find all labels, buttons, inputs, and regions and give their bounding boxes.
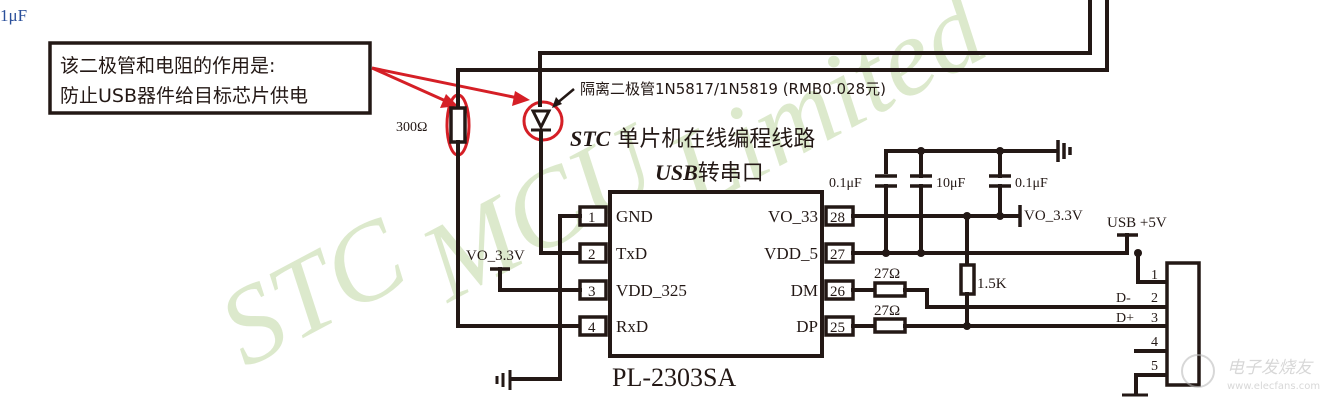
chip-pin-26: 26 DM	[791, 279, 855, 301]
pin-number: 26	[830, 284, 846, 300]
cap1-label: 0.1μF	[829, 176, 862, 191]
watermark-stc: STC	[200, 192, 426, 389]
vo33-left-label: VO_3.3V	[466, 248, 525, 264]
usb-connector: USB +5V 1 2 3 4 5 D- D+	[1107, 215, 1201, 397]
pin-number: 3	[588, 284, 596, 300]
usb-pin-1: 1	[1151, 268, 1158, 283]
usb-supply-label: USB +5V	[1107, 215, 1167, 231]
pin-name: DM	[791, 281, 818, 300]
isolation-diode: 隔离二极管1N5817/1N5819 (RMB0.028元)	[530, 80, 886, 255]
arrow-to-diode	[371, 66, 519, 100]
vdd325-net: VO_3.3V	[466, 248, 582, 292]
chip-pin-27: 27 VDD_5	[764, 242, 855, 264]
usb-pin-5: 5	[1151, 359, 1158, 374]
chip-body	[608, 190, 824, 358]
pin-number: 27	[830, 247, 846, 263]
chip-pin-4: 4 RxD	[578, 315, 648, 337]
site-logo: 电子发烧友 www.elecfans.com	[1181, 354, 1320, 392]
resistor-dp-label: 27Ω	[874, 303, 900, 319]
capacitor-bank: 0.1μF 10μF 0.1μF VO_3.3V	[829, 140, 1083, 257]
chip-pl2303sa: 1 GND 2 TxD 3 VDD_325 4 RxD 28 VO_33 27 …	[578, 190, 855, 392]
pin-name: GND	[616, 207, 653, 226]
note-box-frame	[48, 41, 372, 115]
usb-pin-3: 3	[1151, 311, 1158, 326]
pin-number: 25	[830, 320, 845, 336]
circuit-title: STC 单片机在线编程线路 USB转串口	[570, 126, 815, 186]
pin-name: TxD	[616, 244, 647, 263]
usb-pin-4: 4	[1151, 335, 1158, 350]
pin-number: 2	[588, 247, 596, 263]
chip-pin-28: 28 VO_33	[768, 205, 855, 227]
top-wires	[456, 0, 1109, 107]
title-line-1: STC 单片机在线编程线路	[570, 126, 815, 152]
resistor-dm	[873, 281, 907, 298]
chip-pin-2: 2 TxD	[578, 242, 647, 264]
resistor-300-label: 300Ω	[396, 120, 427, 135]
resistor-300-body	[449, 106, 467, 144]
note-box: 该二极管和电阻的作用是: 防止USB器件给目标芯片供电	[48, 41, 372, 115]
chip-pin-3: 3 VDD_325	[578, 279, 687, 301]
arrow-to-resistor	[371, 66, 449, 104]
pin-name: RxD	[616, 317, 648, 336]
gnd-net-left	[495, 214, 582, 390]
ground-icon	[1056, 140, 1072, 162]
cap2-label: 10μF	[936, 176, 966, 191]
resistor-pullup	[959, 263, 976, 296]
arrowhead-diode	[512, 91, 530, 106]
note-line-1: 该二极管和电阻的作用是:	[60, 55, 275, 77]
chip-pin-25: 25 DP	[796, 315, 855, 337]
resistor-dm-label: 27Ω	[874, 266, 900, 282]
diode-label-arrowhead	[552, 97, 562, 108]
note-line-2: 防止USB器件给目标芯片供电	[60, 85, 308, 107]
pin-name: VDD_325	[616, 281, 687, 300]
pin-name: VO_33	[768, 207, 818, 226]
chip-pin-1: 1 GND	[578, 205, 653, 227]
resistor-dp	[873, 317, 907, 334]
pin-number: 4	[588, 320, 596, 336]
resistor-pullup-label: 1.5K	[977, 276, 1007, 292]
resistor-300: 300Ω	[396, 106, 586, 328]
usb-signal-dplus: D+	[1116, 311, 1134, 326]
vo33-right-label: VO_3.3V	[1024, 208, 1083, 224]
right-nets: 27Ω 27Ω 1.5K	[851, 212, 1167, 334]
cap3-label: 0.1μF	[1015, 176, 1048, 191]
usb-pin-2: 2	[1151, 291, 1158, 306]
diode-triangle	[530, 109, 552, 131]
usb-signal-dminus: D-	[1116, 291, 1131, 306]
top-left-fragment: 1μF	[0, 6, 27, 25]
site-logo-url: www.elecfans.com	[1227, 381, 1320, 392]
title-line-2: USB转串口	[655, 160, 764, 186]
usb-connector-body	[1165, 261, 1201, 387]
arrowhead-resistor	[440, 94, 458, 108]
chip-name: PL-2303SA	[612, 363, 736, 392]
pin-name: VDD_5	[764, 244, 818, 263]
site-logo-icon	[1181, 354, 1215, 388]
pin-number: 1	[588, 210, 596, 226]
diode-label: 隔离二极管1N5817/1N5819 (RMB0.028元)	[580, 80, 886, 98]
pin-name: DP	[796, 317, 818, 336]
site-logo-name: 电子发烧友	[1227, 358, 1314, 378]
pin-number: 28	[830, 210, 845, 226]
